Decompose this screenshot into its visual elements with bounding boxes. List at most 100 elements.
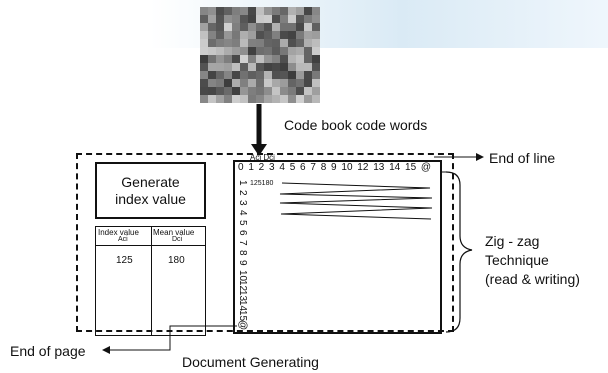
codebook-cell [248, 39, 256, 47]
codebook-cell [288, 7, 296, 15]
codebook-cell [256, 47, 264, 55]
codebook-cell [256, 55, 264, 63]
codebook-cell [208, 7, 216, 15]
codebook-cell [296, 63, 304, 71]
codebook-cell [216, 39, 224, 47]
codebook-cell [264, 63, 272, 71]
codebook-cell [312, 23, 320, 31]
codebook-cell [304, 7, 312, 15]
codebook-cell [280, 7, 288, 15]
codebook-cell [240, 79, 248, 87]
table-column-divider [151, 227, 152, 335]
codebook-cell [304, 47, 312, 55]
codebook-cell [224, 47, 232, 55]
codebook-cell [304, 39, 312, 47]
codebook-cell [296, 87, 304, 95]
codebook-cell [216, 79, 224, 87]
table-row-divider [96, 245, 205, 246]
codebook-cell [208, 31, 216, 39]
codebook-cell [288, 23, 296, 31]
generate-index-box: Generate index value [95, 162, 206, 219]
codebook-cell [224, 31, 232, 39]
outer-dashed-frame [76, 153, 454, 332]
codebook-cell [312, 87, 320, 95]
codebook-cell [200, 71, 208, 79]
doc-left-number: 7 [237, 240, 248, 246]
codebook-cell [272, 31, 280, 39]
codebook-cell [224, 87, 232, 95]
codebook-cell [304, 15, 312, 23]
codebook-cell [256, 79, 264, 87]
codebook-cell [312, 79, 320, 87]
codebook-cell [296, 47, 304, 55]
codebook-cell [256, 71, 264, 79]
table-cell-index: 125 [116, 255, 133, 266]
codebook-cell [248, 15, 256, 23]
codebook-cell [296, 95, 304, 103]
codebook-cell [208, 71, 216, 79]
codebook-cell [200, 55, 208, 63]
codebook-cell [224, 95, 232, 103]
end-of-page-arrow-head [102, 346, 110, 354]
table-header-index: Index value [98, 228, 139, 237]
codebook-cell [248, 55, 256, 63]
codebook-cell [200, 47, 208, 55]
codebook-cell [248, 71, 256, 79]
codebook-cell [264, 7, 272, 15]
codebook-cell [288, 71, 296, 79]
codebook-cell [256, 87, 264, 95]
codebook-cell [200, 15, 208, 23]
codebook-cell [248, 47, 256, 55]
codebook-cell [264, 47, 272, 55]
codebook-cell [272, 55, 280, 63]
codebook-cell [200, 31, 208, 39]
codebook-cell [224, 23, 232, 31]
codebook-cell [288, 55, 296, 63]
codebook-cell [248, 63, 256, 71]
codebook-cell [264, 95, 272, 103]
codebook-cell [208, 95, 216, 103]
codebook-cell [312, 15, 320, 23]
codebook-cell [296, 39, 304, 47]
table-header-mean: Mean value [153, 228, 195, 237]
codebook-cell [240, 87, 248, 95]
codebook-cell [288, 15, 296, 23]
codebook-cell [200, 79, 208, 87]
codebook-cell [312, 39, 320, 47]
codebook-cell [312, 71, 320, 79]
codebook-cell [272, 7, 280, 15]
codebook-cell [208, 55, 216, 63]
codebook-cell [280, 47, 288, 55]
codebook-cell [200, 87, 208, 95]
codebook-cell [272, 63, 280, 71]
codebook-cell [248, 31, 256, 39]
doc-left-number: @ [237, 320, 248, 331]
codebook-cell [312, 31, 320, 39]
codebook-cell [256, 15, 264, 23]
codebook-cell [304, 31, 312, 39]
codebook-cell [304, 87, 312, 95]
codebook-cell [232, 55, 240, 63]
table-cell-mean: 180 [168, 255, 185, 266]
codebook-cell [264, 79, 272, 87]
codebook-cell [304, 63, 312, 71]
codebook-cell [224, 39, 232, 47]
doc-left-number: 3 [237, 200, 248, 206]
codebook-cell [304, 55, 312, 63]
codebook-cell [240, 23, 248, 31]
codebook-cell [216, 23, 224, 31]
codebook-cell [296, 55, 304, 63]
codebook-image [200, 7, 320, 103]
codebook-cell [280, 31, 288, 39]
codebook-cell [232, 71, 240, 79]
index-table: Index value Aci Mean value Dci 125 180 [95, 226, 206, 336]
doc-top-numbers: 0 1 2 3 4 5 6 7 8 9 10 12 13 14 15 @ [238, 162, 432, 173]
codebook-cell [224, 79, 232, 87]
codebook-cell [216, 47, 224, 55]
generate-line2: index value [115, 190, 186, 207]
codebook-cell [280, 79, 288, 87]
codebook-cell [256, 31, 264, 39]
codebook-cell [232, 15, 240, 23]
codebook-cell [280, 87, 288, 95]
